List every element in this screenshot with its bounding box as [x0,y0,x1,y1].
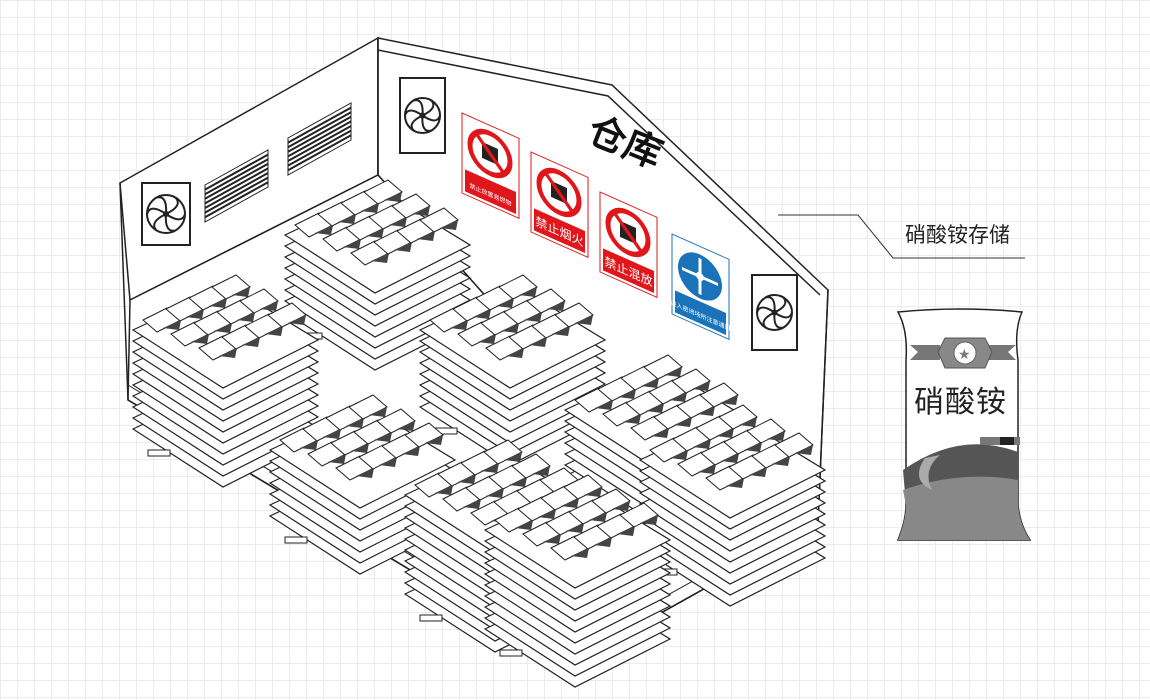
fan-icon [141,182,191,246]
fan-icon [399,77,446,154]
product-bag: ★ [896,308,1032,541]
bag-stacks [131,179,827,688]
safety-sign: 禁止烟火 [530,151,589,259]
svg-text:★: ★ [958,347,971,363]
storage-label: 硝酸铵存储 [905,223,1010,247]
bag-stack [131,274,320,488]
bag-stack [638,404,827,607]
bag-stack [418,274,607,466]
safety-sign: 禁止放置易燃物 [461,112,520,220]
exhaust-fans [141,77,798,351]
safety-sign: 禁止混放 [599,191,658,299]
vent-grille [204,149,269,223]
bag-stack [283,179,472,371]
vent-grille [287,102,352,176]
callout-line [778,214,1025,259]
fan-icon [751,274,798,351]
wall-vents [204,102,352,223]
bag-stack [483,474,672,688]
bag-label: 硝酸铵 [914,385,1007,420]
safety-sign: 进入密闭场所注意通风 [671,233,731,341]
